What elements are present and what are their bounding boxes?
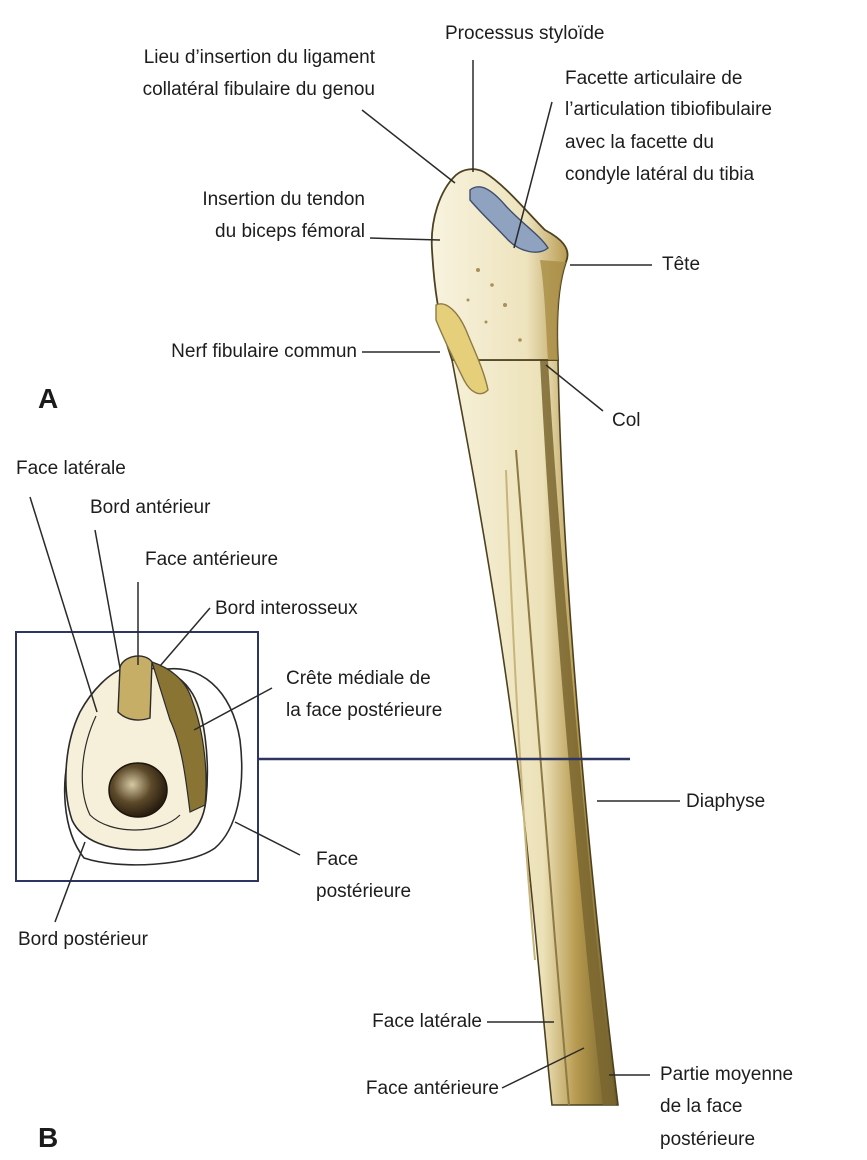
fibula-shaft (452, 360, 618, 1105)
part-label-b: B (38, 1122, 58, 1154)
part-label-a: A (38, 383, 58, 415)
label-face-laterale-b: Face latérale (16, 455, 126, 482)
label-face-laterale: Face latérale (372, 1008, 482, 1035)
label-partie-moyenne-3: postérieure (660, 1126, 755, 1153)
label-facette-1: Facette articulaire de (565, 65, 742, 92)
label-tete: Tête (662, 251, 700, 278)
label-nerf-fibulaire: Nerf fibulaire commun (171, 338, 357, 365)
label-col: Col (612, 407, 641, 434)
label-facette-3: avec la facette du (565, 129, 714, 156)
label-face-anterieure: Face antérieure (366, 1075, 499, 1102)
label-face-posterieure-1: Face (316, 846, 358, 873)
label-partie-moyenne-2: de la face (660, 1093, 742, 1120)
label-crete-mediale-2: la face postérieure (286, 697, 442, 724)
label-facette-2: l’articulation tibiofibulaire (565, 96, 772, 123)
label-partie-moyenne-1: Partie moyenne (660, 1061, 793, 1088)
label-face-posterieure-2: postérieure (316, 878, 411, 905)
label-diaphyse: Diaphyse (686, 788, 765, 815)
label-crete-mediale-1: Crête médiale de (286, 665, 431, 692)
label-lieu-insertion-1: Lieu d’insertion du ligament (144, 44, 375, 71)
label-bord-posterieur: Bord postérieur (18, 926, 148, 953)
label-processus-styloide: Processus styloïde (445, 20, 604, 47)
label-bord-interosseux: Bord interosseux (215, 595, 358, 622)
label-biceps-1: Insertion du tendon (202, 186, 365, 213)
label-facette-4: condyle latéral du tibia (565, 161, 754, 188)
label-biceps-2: du biceps fémoral (215, 218, 365, 245)
label-face-anterieure-b: Face antérieure (145, 546, 278, 573)
label-bord-anterieur: Bord antérieur (90, 494, 210, 521)
label-lieu-insertion-2: collatéral fibulaire du genou (143, 76, 375, 103)
